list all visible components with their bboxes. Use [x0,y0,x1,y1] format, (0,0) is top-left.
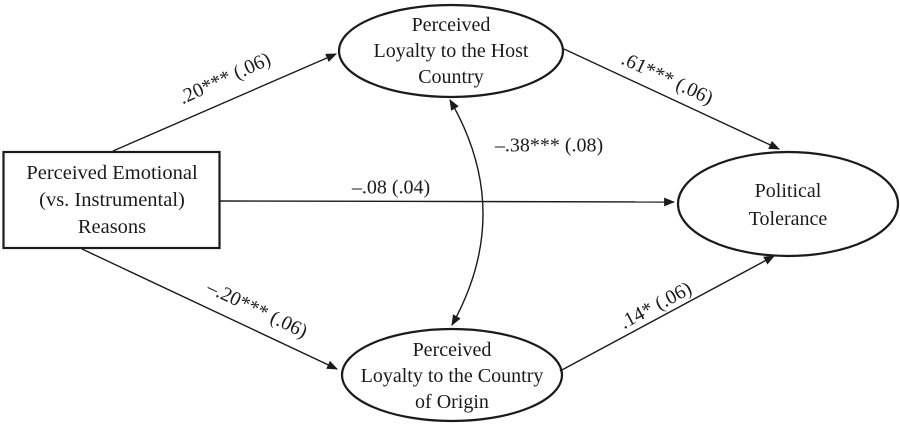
arrow-reasons-to-origin [81,248,338,370]
arrow-reasons-to-host [112,53,338,152]
host-loyalty-ellipse-shape [337,3,565,99]
arrow-origin-to-tolerance [559,255,775,372]
origin-loyalty-ellipse-shape [340,327,564,423]
curve-host-origin-covariance [449,99,484,326]
arrow-reasons-to-tolerance [218,197,676,207]
reasons-box-shape [2,150,221,250]
arrow-host-to-tolerance [563,48,780,150]
tolerance-ellipse-shape [676,150,900,258]
